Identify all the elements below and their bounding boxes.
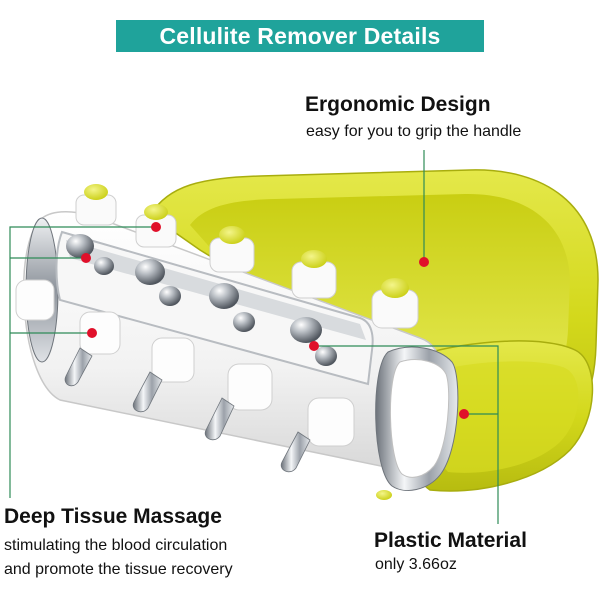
plastic-material-subtitle: only 3.66oz	[375, 556, 457, 573]
top-knobs	[75, 184, 419, 329]
page-title: Cellulite Remover Details	[159, 22, 441, 49]
deep-tissue-title: Deep Tissue Massage	[4, 505, 222, 528]
chrome-prongs	[64, 347, 392, 500]
front-knobs	[15, 279, 355, 447]
deep-tissue-line-1: stimulating the blood circulation	[4, 537, 228, 554]
callout-lines	[9, 150, 499, 524]
chrome-balls	[66, 234, 337, 366]
ergonomic-design-title: Ergonomic Design	[305, 93, 491, 116]
plastic-material-title: Plastic Material	[374, 529, 527, 552]
ergonomic-design-subtitle: easy for you to grip the handle	[306, 123, 522, 140]
deep-tissue-line-2: and promote the tissue recovery	[4, 561, 233, 578]
callout-dots	[81, 222, 469, 419]
page-title-banner: Cellulite Remover Details	[116, 20, 484, 52]
